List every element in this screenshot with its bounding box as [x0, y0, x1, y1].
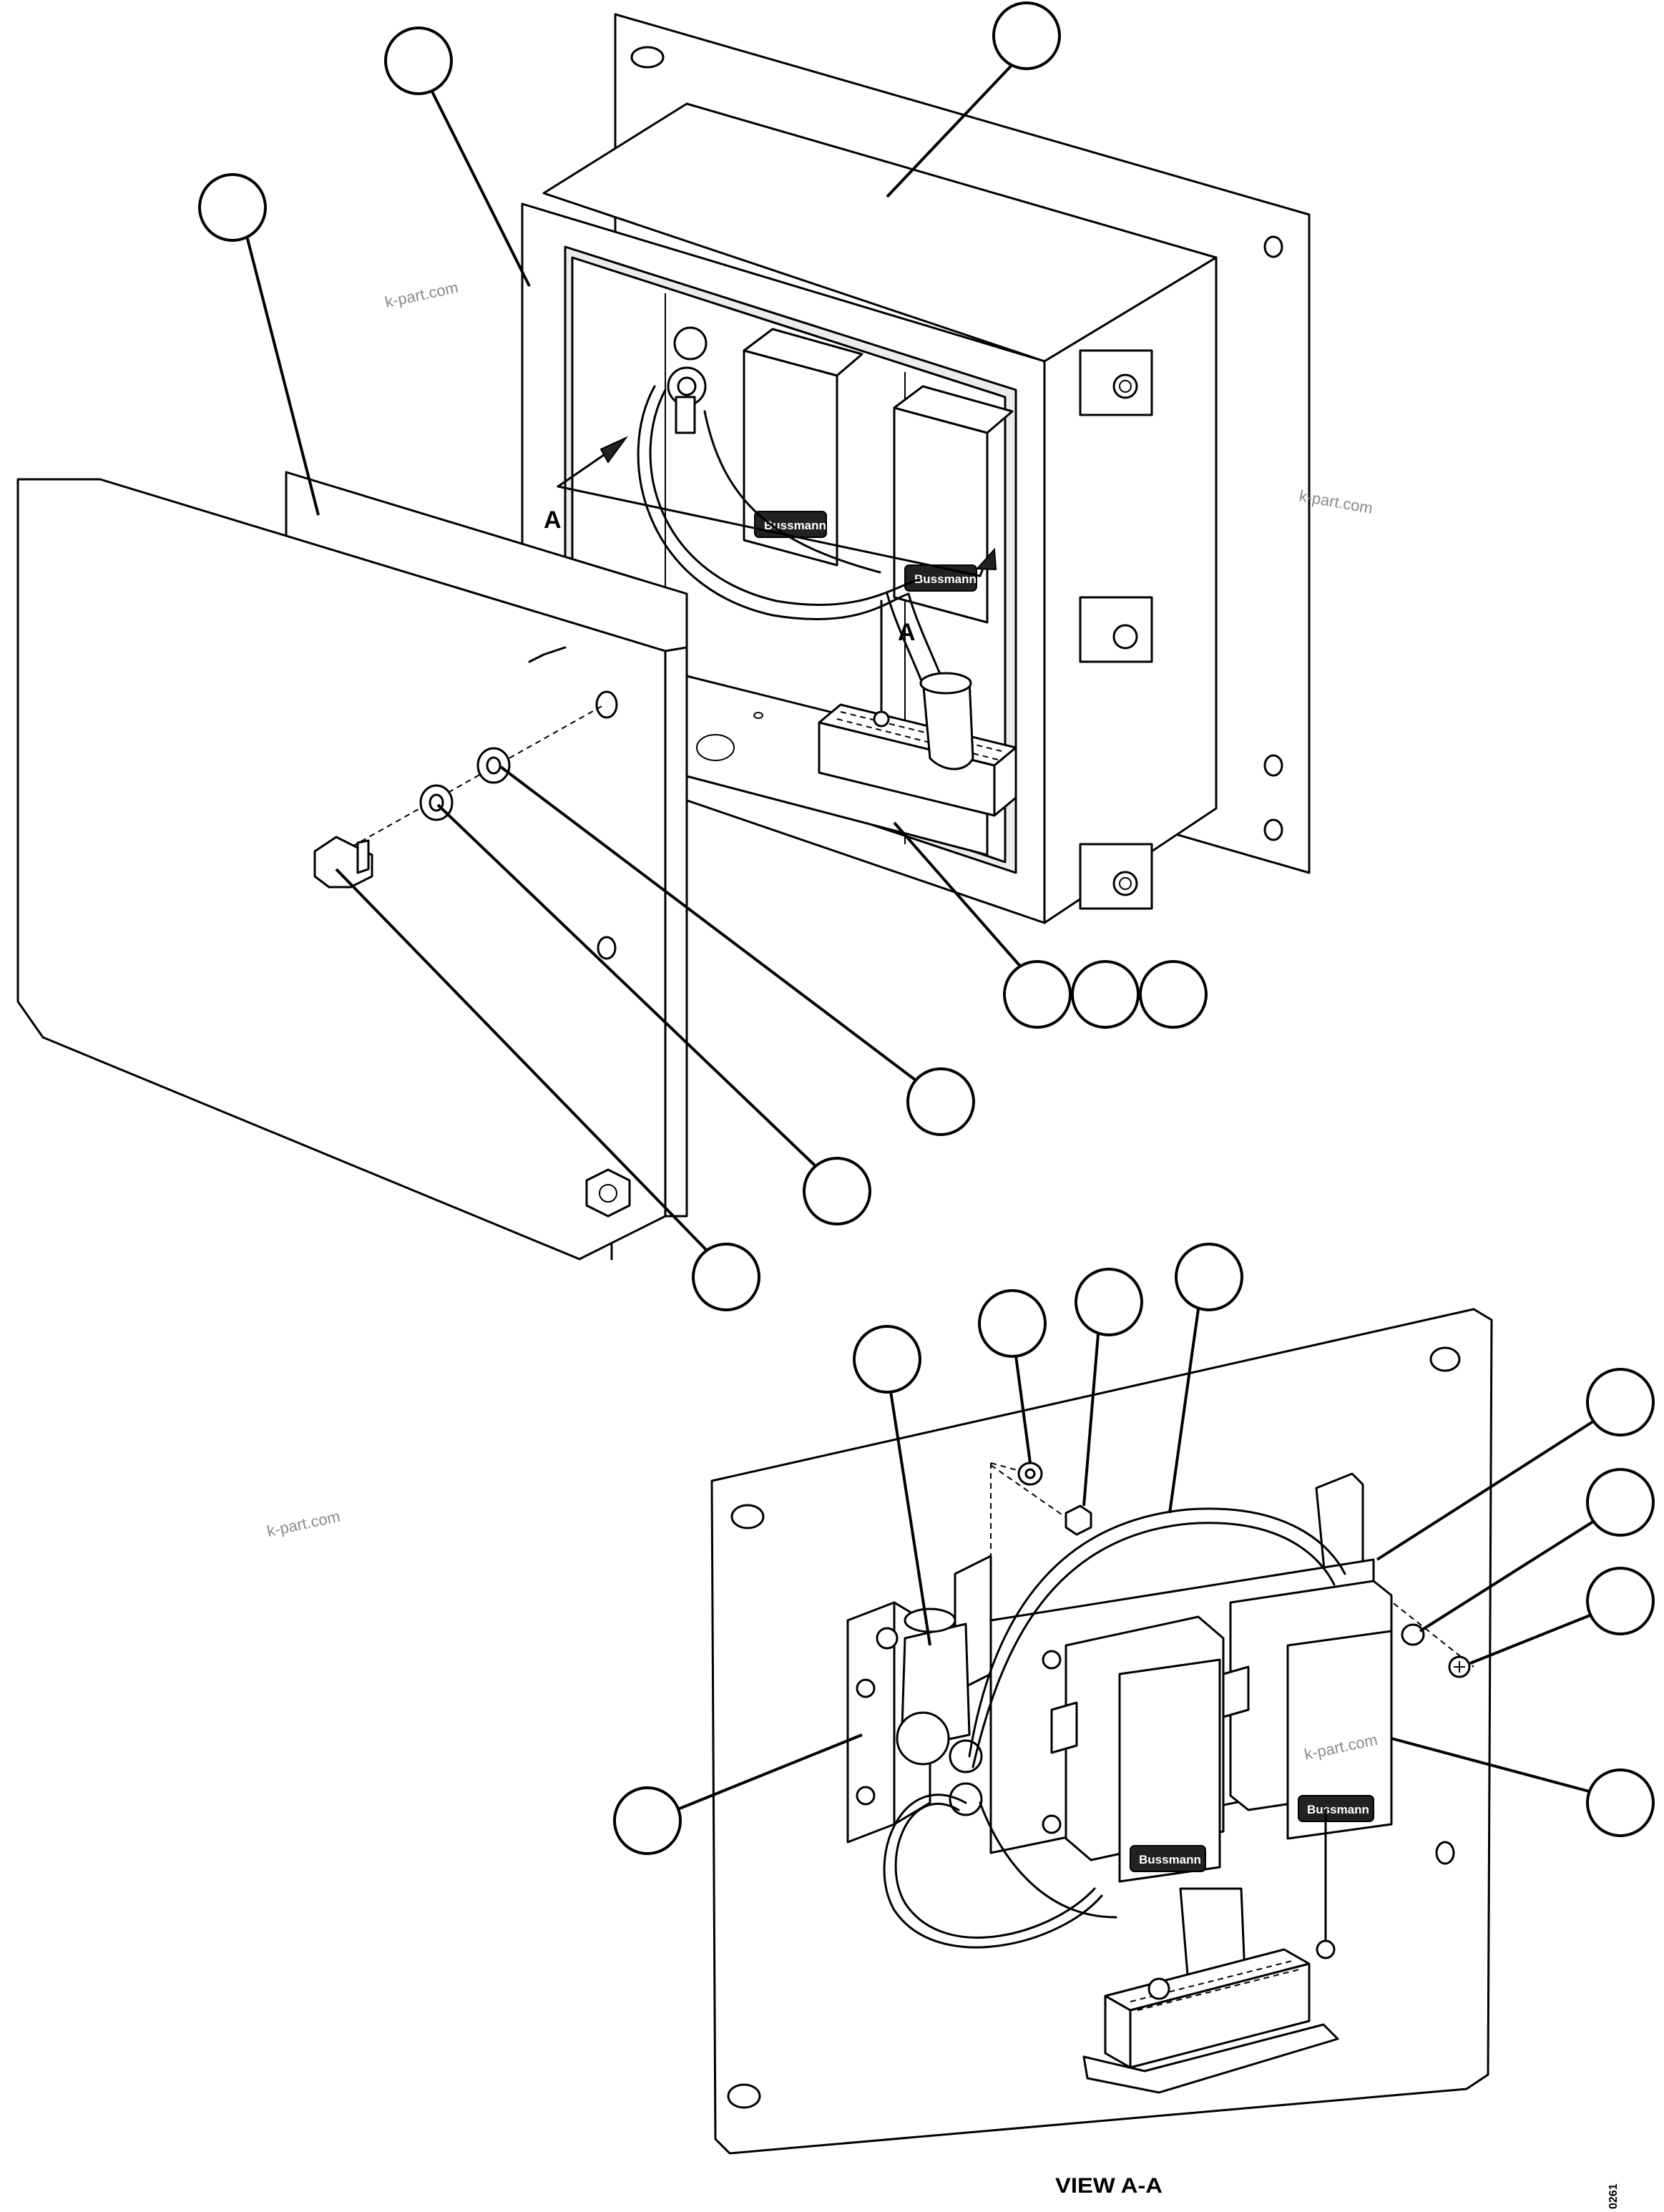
terminal-studs-top: [667, 326, 708, 434]
callout-bubble: [692, 1243, 760, 1311]
detail-view-terminal-stud: [896, 1607, 983, 1816]
section-cut-line: A A: [544, 436, 997, 646]
fuse-brand-label-detail-right: Bussmann: [1307, 1803, 1369, 1816]
callout-bubble: [1075, 1268, 1143, 1336]
callout-bubble: [198, 173, 267, 242]
fuse-brand-label-detail-left: Bussmann: [1139, 1853, 1201, 1866]
detail-view-wire-harness: [883, 1507, 1346, 1949]
view-caption: VIEW A-A: [1055, 2174, 1163, 2198]
callout-bubble: [1586, 1567, 1655, 1635]
callout-bubble: [613, 1786, 682, 1855]
drawing-code: 0261: [1607, 2183, 1620, 2209]
callout-bubble: [1071, 960, 1140, 1029]
section-marker-right: A: [898, 619, 916, 646]
callout-bubble: [1175, 1243, 1243, 1311]
connector-boot-top: [919, 672, 974, 770]
callout-bubble: [853, 1325, 921, 1394]
fuse-brand-label-top-right: Bussmann: [914, 572, 977, 586]
ground-wire-ring-top: [873, 600, 890, 728]
detail-view-connector-block: [1082, 1809, 1339, 2094]
callout-bubble: [384, 26, 453, 95]
fuse-holder-right: Bussmann: [893, 385, 1014, 624]
fuse-holder-left: Bussmann: [743, 328, 863, 567]
callout-bubble: [906, 1067, 975, 1136]
detail-view-fuse-holder-left: Bussmann: [1042, 1615, 1225, 1883]
detail-view-fuse-holder-right: Bussmann: [1222, 1580, 1393, 1840]
callout-bubble: [1586, 1468, 1655, 1537]
watermark-1: k-part.com: [383, 278, 460, 311]
callout-bubble: [978, 1289, 1047, 1358]
section-marker-left: A: [544, 506, 562, 534]
watermark-3: k-part.com: [265, 1507, 342, 1540]
callout-bubble: [992, 1, 1061, 70]
fuse-brand-label-top-left: Bussmann: [764, 519, 826, 532]
callout-bubble: [1003, 960, 1072, 1029]
callout-bubbles: [198, 1, 1655, 1855]
callout-bubble: [803, 1157, 871, 1225]
callout-bubble: [1586, 1368, 1655, 1437]
callout-bubble: [1139, 960, 1208, 1029]
callout-bubble: [1586, 1768, 1655, 1837]
